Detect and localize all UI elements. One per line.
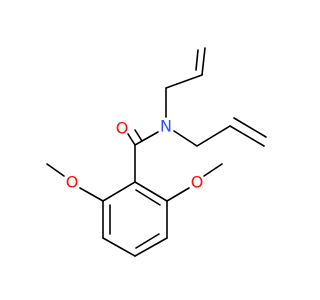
molecule-canvas: O N O O: [46, 47, 267, 257]
ring-bond-bottom-left: [102, 237, 136, 257]
bond-n-ch2-right: [173, 130, 198, 147]
amide-nitrogen-label: N: [160, 117, 172, 136]
molecule-structure: O N O O: [46, 47, 267, 257]
carbonyl-oxygen-label: O: [116, 119, 129, 138]
ring-bond-bottom-right: [134, 237, 168, 257]
bond-ch-ch2-upper-double-a: [201, 47, 206, 76]
ring-bond-top-right: [134, 181, 168, 202]
ring-inner-double-bottom: [135, 233, 160, 249]
left-methoxy-oxygen-label: O: [66, 173, 79, 192]
bond-ring-o-left: [79, 187, 104, 202]
bond-ch-ch2-upper-double-b: [195, 49, 199, 71]
bond-ch2-ch-upper: [165, 74, 203, 89]
ring-inner-double-top-right: [135, 189, 161, 206]
bond-carbonyl-c-n: [134, 131, 159, 146]
bond-carbonyl-c-o-a: [127, 133, 136, 146]
bond-ch-ch2-right-double-a: [229, 125, 265, 147]
bond-ring-o-right: [166, 187, 190, 202]
bond-carbonyl-c-o-b: [134, 129, 143, 142]
bond-ch2-ch-right: [196, 125, 231, 147]
ring-bond-top-left: [102, 181, 136, 202]
bond-o-ch3-right: [203, 163, 223, 177]
right-methoxy-oxygen-label: O: [191, 173, 204, 192]
bond-ch-ch2-right-double-b: [233, 117, 267, 138]
bond-o-ch3-left: [46, 163, 65, 177]
